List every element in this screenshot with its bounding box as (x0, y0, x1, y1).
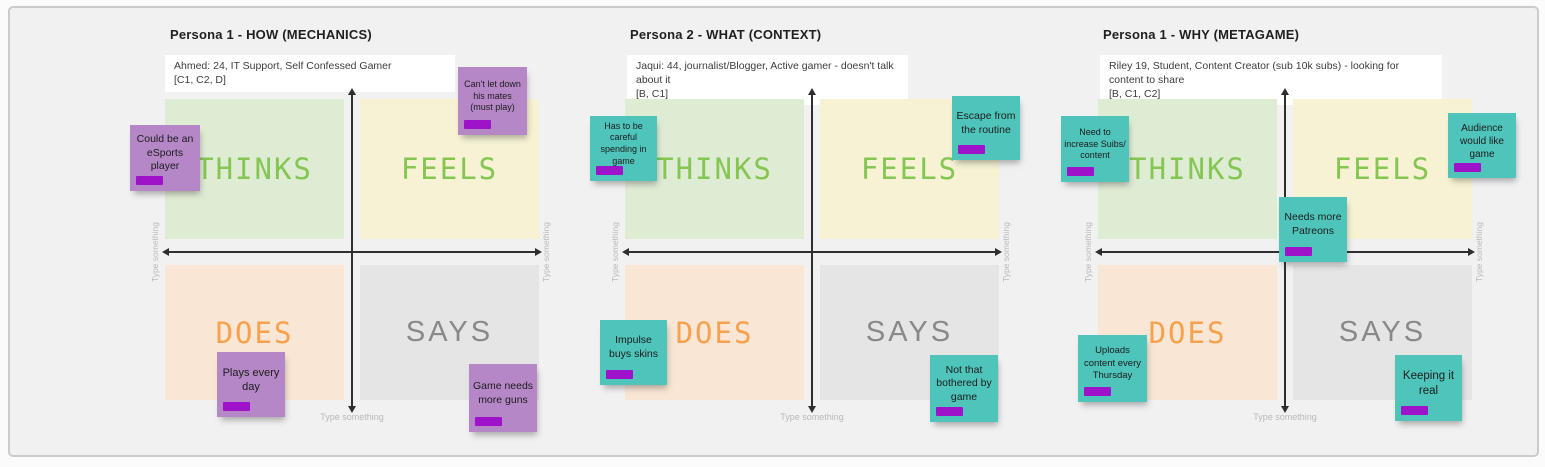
feels-label: FEELS (860, 152, 959, 186)
empathy-map-panel-3: Persona 1 - WHY (METAGAME) Riley 19, Stu… (1061, 8, 1516, 455)
thinks-label: THINKS (196, 152, 313, 186)
sticky-note[interactable]: Can't let down his mates (must play) (458, 67, 527, 135)
note-author-tag (136, 176, 163, 185)
horizontal-axis (167, 251, 537, 253)
note-author-tag (1454, 163, 1481, 172)
arrowhead-right-icon (1468, 248, 1475, 256)
axis-placeholder-left[interactable]: Type something (1083, 222, 1093, 283)
persona-description-line1: Ahmed: 24, IT Support, Self Confessed Ga… (174, 60, 392, 72)
sticky-note[interactable]: Need to increase Suibs/ content (1061, 116, 1129, 182)
arrowhead-up-icon (808, 88, 816, 95)
persona-description-line2: [C1, C2, D] (174, 74, 226, 86)
sticky-note-text: Game needs more guns (472, 379, 534, 406)
persona-description[interactable]: Ahmed: 24, IT Support, Self Confessed Ga… (165, 55, 455, 92)
note-author-tag (606, 370, 633, 379)
sticky-note[interactable]: Not that bothered by game (930, 355, 998, 422)
panel-title[interactable]: Persona 2 - WHAT (CONTEXT) (630, 27, 822, 42)
arrowhead-down-icon (348, 406, 356, 413)
sticky-note-text: Needs more Patreons (1284, 211, 1342, 237)
sticky-note[interactable]: Audience would like game (1448, 113, 1516, 178)
sticky-note-text: Audience would like game (1460, 122, 1504, 160)
empathy-map-panel-2: Persona 2 - WHAT (CONTEXT) Jaqui: 44, jo… (590, 8, 1020, 455)
thinks-label: THINKS (656, 152, 773, 186)
vertical-axis (351, 92, 353, 409)
does-label: DOES (215, 315, 294, 350)
persona-description-line2: [B, C1, C2] (1109, 88, 1161, 100)
sticky-note[interactable]: Escape from the routine (952, 96, 1020, 160)
note-author-tag (936, 407, 963, 416)
note-author-tag (475, 417, 502, 426)
thinks-label: THINKS (1129, 152, 1246, 186)
sticky-note[interactable]: Has to be careful spending in game (590, 116, 657, 181)
quadrant-says: SAYS (1293, 265, 1472, 400)
sticky-note-text: Not that bothered by game (936, 363, 992, 403)
whiteboard-frame: Persona 1 - HOW (MECHANICS) Ahmed: 24, I… (8, 6, 1539, 457)
axis-placeholder-bottom[interactable]: Type something (320, 412, 384, 422)
arrowhead-down-icon (1281, 406, 1289, 413)
sticky-note[interactable]: Plays every day (217, 352, 285, 417)
persona-description[interactable]: Jaqui: 44, journalist/Blogger, Active ga… (627, 55, 908, 105)
note-author-tag (1084, 387, 1111, 396)
sticky-note-text: Need to increase Suibs/ content (1064, 126, 1126, 161)
sticky-note-text: Plays every day (222, 366, 280, 393)
axis-placeholder-left[interactable]: Type something (610, 222, 620, 283)
arrowhead-left-icon (162, 248, 169, 256)
persona-description[interactable]: Riley 19, Student, Content Creator (sub … (1100, 55, 1442, 105)
arrowhead-up-icon (1281, 88, 1289, 95)
arrowhead-up-icon (348, 88, 356, 95)
arrowhead-right-icon (535, 248, 542, 256)
panel-title[interactable]: Persona 1 - WHY (METAGAME) (1103, 27, 1300, 42)
sticky-note-text: Keeping it real (1402, 369, 1455, 397)
persona-description-line1: Jaqui: 44, journalist/Blogger, Active ga… (636, 60, 894, 86)
note-author-tag (1401, 406, 1428, 415)
note-author-tag (1067, 167, 1094, 176)
axis-placeholder-right[interactable]: Type something (541, 222, 551, 283)
axis-placeholder-right[interactable]: Type something (1001, 222, 1011, 283)
axis-placeholder-left[interactable]: Type something (150, 222, 160, 283)
note-author-tag (596, 166, 623, 175)
sticky-note[interactable]: Impulse buys skins (600, 320, 667, 385)
axis-placeholder-right[interactable]: Type something (1474, 222, 1484, 283)
note-author-tag (464, 120, 491, 129)
says-label: SAYS (1338, 316, 1427, 348)
panel-title[interactable]: Persona 1 - HOW (MECHANICS) (170, 27, 372, 42)
sticky-note[interactable]: Game needs more guns (469, 364, 537, 432)
sticky-note-text: Uploads content every Thursday (1083, 345, 1142, 382)
sticky-note[interactable]: Uploads content every Thursday (1078, 335, 1147, 402)
sticky-note[interactable]: Keeping it real (1395, 355, 1462, 421)
note-author-tag (958, 145, 985, 154)
does-label: DOES (1148, 315, 1227, 350)
horizontal-axis (627, 251, 997, 253)
sticky-note[interactable]: Could be an eSports player (130, 125, 200, 191)
sticky-note-text: Could be an eSports player (136, 133, 194, 173)
sticky-note-text: Has to be careful spending in game (600, 120, 647, 166)
arrowhead-left-icon (1095, 248, 1102, 256)
arrowhead-right-icon (995, 248, 1002, 256)
feels-label: FEELS (400, 152, 499, 186)
arrowhead-left-icon (622, 248, 629, 256)
sticky-note[interactable]: Needs more Patreons (1279, 197, 1347, 262)
empathy-map-panel-1: Persona 1 - HOW (MECHANICS) Ahmed: 24, I… (130, 8, 551, 455)
axis-placeholder-bottom[interactable]: Type something (1253, 412, 1317, 422)
persona-description-line1: Riley 19, Student, Content Creator (sub … (1109, 60, 1400, 86)
says-label: SAYS (405, 316, 494, 348)
arrowhead-down-icon (808, 406, 816, 413)
feels-label: FEELS (1333, 152, 1432, 186)
note-author-tag (1285, 247, 1312, 256)
does-label: DOES (675, 315, 754, 350)
says-label: SAYS (865, 316, 954, 348)
sticky-note-text: Escape from the routine (956, 109, 1016, 136)
sticky-note-text: Can't let down his mates (must play) (464, 78, 521, 113)
axis-placeholder-bottom[interactable]: Type something (780, 412, 844, 422)
note-author-tag (223, 402, 250, 411)
vertical-axis (811, 92, 813, 409)
sticky-note-text: Impulse buys skins (608, 334, 659, 360)
persona-description-line2: [B, C1] (636, 88, 669, 100)
